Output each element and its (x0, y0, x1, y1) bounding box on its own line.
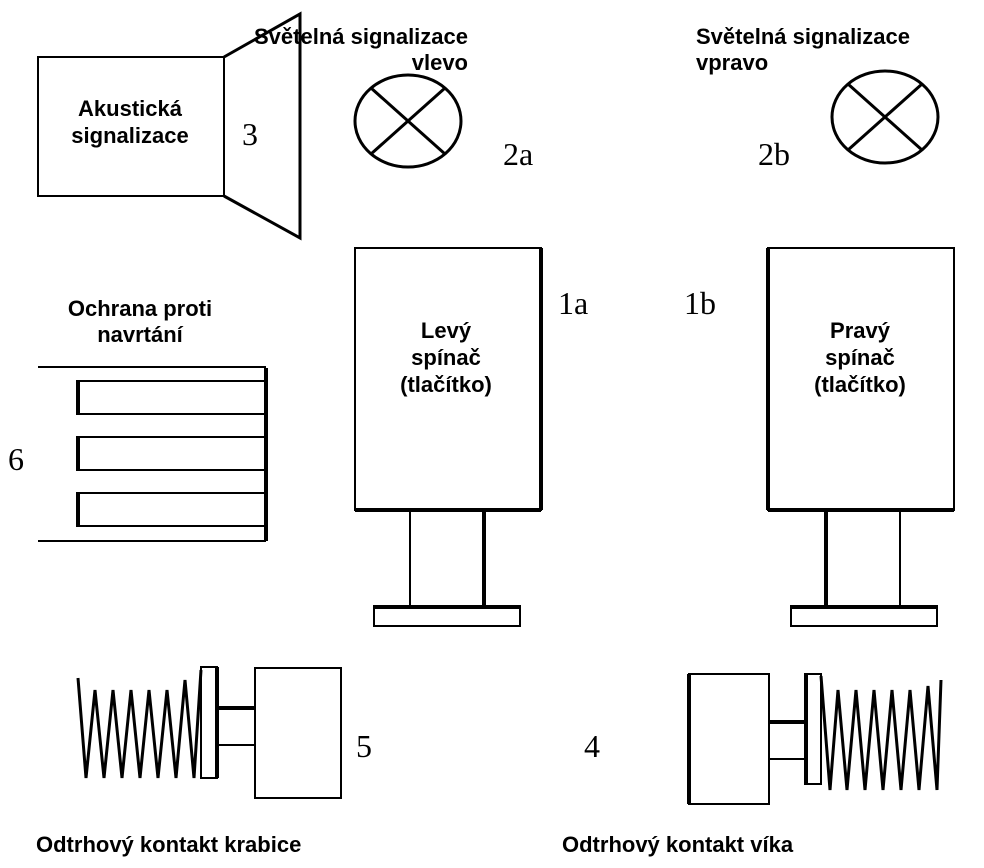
speaker-body (37, 56, 225, 197)
right-switch-number: 1b (684, 285, 716, 321)
spring-left-icon (76, 669, 203, 779)
light-right-title-line2: vpravo (696, 50, 768, 75)
box-contact-block (254, 667, 342, 799)
lamp-right-icon (830, 69, 940, 165)
acoustic-label-line1: Akustická (78, 96, 183, 121)
drill-protection-title-line1: Ochrana proti (68, 296, 212, 321)
box-contact-shaft (216, 707, 256, 746)
drill-protection-number: 6 (8, 441, 24, 477)
spring-right-icon (819, 675, 943, 791)
drill-protection-title-line2: navrtání (97, 322, 183, 347)
right-switch-label-line2: spínač (825, 345, 895, 370)
box-tamper-contact: 5 Odtrhový kontakt krabice (36, 666, 372, 857)
acoustic-label-line2: signalizace (71, 123, 188, 148)
lamp-left-icon (353, 73, 463, 169)
light-signal-right: Světelná signalizace vpravo 2b (696, 24, 940, 172)
right-switch-label-line1: Pravý (830, 318, 891, 343)
light-signal-left: Světelná signalizace vlevo 2a (254, 24, 533, 172)
drill-protection: Ochrana proti navrtání 6 (8, 296, 268, 542)
light-right-title-line1: Světelná signalizace (696, 24, 910, 49)
box-contact-plate (200, 666, 218, 779)
right-switch-label-line3: (tlačítko) (814, 372, 906, 397)
speaker-horn (223, 11, 302, 241)
lid-contact-shaft (768, 721, 806, 760)
lid-contact-caption: Odtrhový kontakt víka (562, 832, 794, 857)
left-switch-stem (409, 509, 485, 607)
light-left-number: 2a (503, 136, 533, 172)
acoustic-number: 3 (242, 116, 258, 152)
lid-contact-number: 4 (584, 728, 600, 764)
left-switch-label-line3: (tlačítko) (400, 372, 492, 397)
box-contact-caption: Odtrhový kontakt krabice (36, 832, 301, 857)
box-contact-number: 5 (356, 728, 372, 764)
left-switch: Levý spínač (tlačítko) 1a (354, 247, 588, 627)
right-switch-stem (825, 509, 901, 607)
light-right-number: 2b (758, 136, 790, 172)
meander-conductor-icon (38, 366, 268, 542)
lid-contact-block (688, 673, 770, 805)
acoustic-signal: Akustická signalizace 3 (37, 11, 302, 241)
left-switch-label-line2: spínač (411, 345, 481, 370)
right-switch: Pravý spínač (tlačítko) 1b (684, 247, 955, 627)
lid-tamper-contact: 4 Odtrhový kontakt víka (562, 673, 943, 857)
light-left-title-line1: Světelná signalizace (254, 24, 468, 49)
left-switch-number: 1a (558, 285, 588, 321)
left-switch-label-line1: Levý (421, 318, 472, 343)
light-left-title-line2: vlevo (412, 50, 468, 75)
